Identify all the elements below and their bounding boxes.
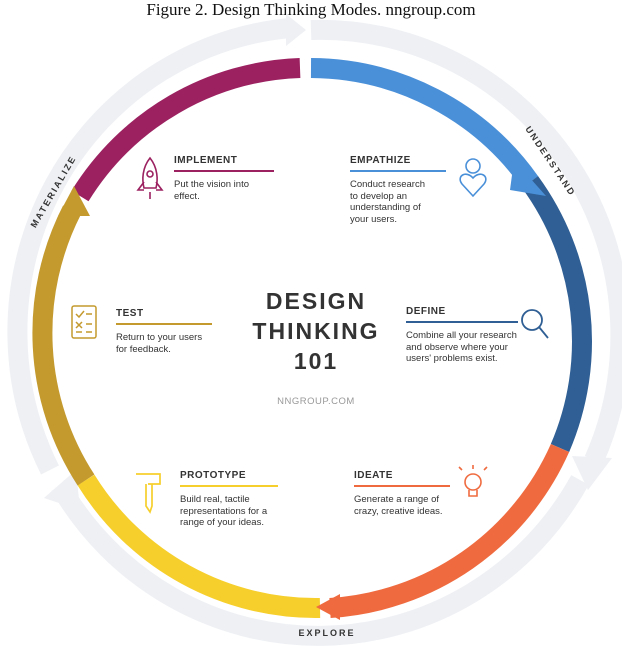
mode-arrow-materialize [286,14,306,46]
center-title-line1: DESIGN [265,288,367,314]
step-desc-empathize: Conduct research to develop an understan… [350,179,425,225]
step-define: DEFINE Combine all your research and obs… [406,306,518,365]
step-title-empathize: EMPATHIZE [350,155,411,166]
mode-arc-understand [310,19,622,465]
step-rule-implement [174,170,274,172]
figure-caption: Figure 2. Design Thinking Modes. nngroup… [146,0,476,19]
step-implement: IMPLEMENT Put the vision into effect. [174,155,274,202]
mode-arrow-explore [44,470,80,510]
rocket-icon [136,156,164,199]
step-prototype: PROTOTYPE Build real, tactile representa… [180,470,278,529]
mode-arc-explore [51,475,589,646]
step-title-define: DEFINE [406,306,446,317]
step-test: TEST Return to your users for feedback. [116,308,212,355]
arc-define [521,176,592,452]
step-rule-test [116,323,212,325]
arc-prototype [77,474,321,619]
step-rule-ideate [354,485,450,487]
hammer-icon [136,473,161,514]
checklist-icon [71,305,97,339]
center-title-line2: THINKING [252,318,380,344]
step-rule-empathize [350,170,446,172]
step-empathize: EMPATHIZE Conduct research to develop an… [350,155,446,225]
arc-empathize [310,58,539,188]
step-rule-prototype [180,485,278,487]
arrowhead-ideate [316,594,340,620]
lightbulb-icon [458,465,488,497]
step-title-test: TEST [116,308,144,319]
mode-arc-materialize [7,18,291,475]
step-desc-implement: Put the vision into effect. [174,179,249,202]
heart-person-icon [459,158,487,198]
arc-ideate [329,443,570,618]
step-title-prototype: PROTOTYPE [180,470,246,481]
step-desc-ideate: Generate a range of crazy, creative idea… [354,494,443,517]
arc-implement [71,58,301,202]
step-title-implement: IMPLEMENT [174,155,238,166]
step-desc-test: Return to your users for feedback. [116,332,203,355]
step-title-ideate: IDEATE [354,470,393,481]
step-rule-define [406,321,518,323]
step-desc-define: Combine all your research and observe wh… [406,330,517,364]
step-ideate: IDEATE Generate a range of crazy, creati… [354,470,450,517]
center-title-line3: 101 [293,348,339,374]
magnifier-icon [521,309,549,339]
mode-arrow-understand [572,456,612,490]
arrowhead-empathize [510,160,546,196]
center-title: DESIGN THINKING 101 [226,286,406,376]
arc-test [32,205,95,486]
center-source: NNGROUP.COM [277,396,355,407]
step-desc-prototype: Build real, tactile representations for … [180,494,268,528]
mode-label-explore: EXPLORE [298,628,355,638]
arrowhead-test [58,186,90,216]
